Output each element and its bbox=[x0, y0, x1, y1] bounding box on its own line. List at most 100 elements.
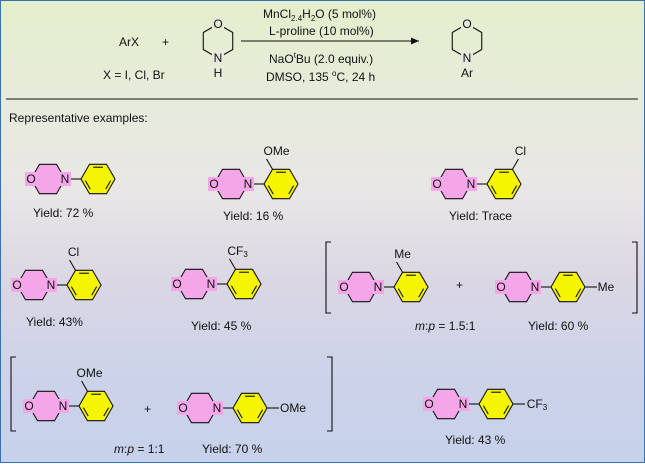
bracket-right-ome bbox=[327, 356, 333, 432]
morpholine-reactant-n-substituent: H bbox=[214, 66, 223, 80]
example-6-meta-o-mask bbox=[338, 280, 350, 294]
example-6-meta-n-atom: N bbox=[374, 280, 383, 294]
example-6-meta-sub-label-0: Me bbox=[394, 247, 411, 261]
example-2-sub-label-0: OMe bbox=[264, 144, 290, 158]
example-7-meta-o-mask bbox=[23, 399, 35, 413]
example-5-n-mask bbox=[205, 277, 217, 291]
yield-label-1: Yield: 72 % bbox=[33, 206, 94, 220]
example-5-benzene-ring bbox=[226, 268, 262, 300]
example-4-inner-double-bond-1 bbox=[91, 286, 98, 296]
example-1-inner-double-bond-2 bbox=[84, 180, 91, 190]
example-2-molecule: N O OMe bbox=[208, 144, 299, 200]
example-5-inner-double-bond-1 bbox=[251, 285, 258, 295]
example-8-inner-double-bond-1 bbox=[503, 405, 510, 415]
product-n-mask bbox=[461, 51, 473, 65]
example-2-inner-double-bond-2 bbox=[267, 185, 274, 195]
example-3-n-atom: N bbox=[467, 177, 476, 191]
yield-label-3: Yield: Trace bbox=[449, 209, 512, 223]
morpholine-reactant-molecule: ONH bbox=[202, 17, 234, 80]
product-n-atom: N bbox=[463, 51, 472, 65]
aryl-halide-label: ArX bbox=[119, 35, 139, 49]
example-4-n-mask bbox=[45, 278, 57, 292]
ratio-label-6: m:p = 1.5:1 bbox=[415, 319, 476, 333]
example-7-meta-benzene-ring bbox=[78, 390, 114, 422]
example-1-n-atom: N bbox=[61, 172, 70, 186]
example-4-n-atom: N bbox=[47, 278, 56, 292]
example-3-inner-double-bond-2 bbox=[490, 185, 497, 195]
example-4-o-mask bbox=[11, 278, 23, 292]
bracket-right-me bbox=[632, 241, 638, 314]
example-2-o-atom: O bbox=[209, 177, 218, 191]
example-6-meta-inner-double-bond-1 bbox=[418, 288, 425, 298]
example-6-para-n-atom: N bbox=[531, 280, 540, 294]
example-2-benzene-ring bbox=[263, 168, 299, 200]
example-6-meta-o-atom: O bbox=[339, 280, 348, 294]
example-6-meta-inner-double-bond-2 bbox=[397, 288, 404, 298]
example-7-meta-n-atom: N bbox=[59, 399, 68, 413]
example-7-para-sub-label-0: OMe bbox=[280, 401, 306, 415]
example-5-sub-bond-0 bbox=[229, 258, 236, 270]
example-1-benzene-ring bbox=[80, 163, 116, 195]
example-3-o-atom: O bbox=[432, 177, 441, 191]
plus-sign-ome: + bbox=[144, 402, 151, 416]
yield-label-8: Yield: 43 % bbox=[445, 433, 506, 447]
example-8-inner-double-bond-2 bbox=[482, 405, 489, 415]
morpholine-reactant-o-mask bbox=[212, 17, 224, 31]
example-2-n-mask bbox=[242, 177, 254, 191]
example-6-para-n-mask bbox=[529, 280, 541, 294]
yield-label-2: Yield: 16 % bbox=[223, 209, 284, 223]
example-8-n-mask bbox=[457, 397, 469, 411]
example-2-n-atom: N bbox=[244, 177, 253, 191]
example-5-o-atom: O bbox=[172, 277, 181, 291]
example-7-para-o-mask bbox=[177, 401, 189, 415]
product-n-substituent: Ar bbox=[461, 66, 473, 80]
condition-catalyst: MnCl2.4H2O (5 mol%) bbox=[263, 7, 376, 23]
example-5-inner-double-bond-2 bbox=[230, 285, 237, 295]
example-8-sub-label-0: CF3 bbox=[527, 397, 548, 412]
example-3-n-mask bbox=[465, 177, 477, 191]
ratio-label-7: m:p = 1:1 bbox=[114, 442, 165, 456]
example-7-meta-sub-label-0: OMe bbox=[77, 366, 103, 380]
yield-label-6: Yield: 60 % bbox=[528, 319, 589, 333]
bracket-left-ome bbox=[10, 356, 16, 432]
condition-base: NaOtBu (2.0 equiv.) bbox=[269, 51, 373, 66]
example-5-sub-label-0: CF3 bbox=[227, 244, 248, 259]
halide-definition: X = I, Cl, Br bbox=[103, 68, 165, 82]
example-6-para-sub-label-0: Me bbox=[598, 280, 615, 294]
example-3-sub-bond-0 bbox=[512, 158, 519, 170]
example-7-meta-n-mask bbox=[57, 399, 69, 413]
example-6-para-benzene-ring bbox=[550, 271, 586, 303]
example-8-n-atom: N bbox=[459, 397, 468, 411]
example-6-meta-sub-bond-0 bbox=[396, 261, 403, 273]
example-6-meta-molecule: N O Me bbox=[338, 247, 429, 303]
example-7-para-benzene-ring bbox=[232, 392, 268, 424]
example-2-o-mask bbox=[208, 177, 220, 191]
example-4-sub-label-0: Cl bbox=[68, 245, 79, 259]
example-4-molecule: N O Cl bbox=[11, 245, 102, 301]
example-7-para-inner-double-bond-1 bbox=[257, 409, 264, 419]
product-o-mask bbox=[461, 17, 473, 31]
example-8-benzene-ring bbox=[478, 388, 514, 420]
reaction-arrow-head bbox=[411, 37, 419, 45]
example-4-o-atom: O bbox=[12, 278, 21, 292]
condition-solvent: DMSO, 135 oC, 24 h bbox=[266, 69, 375, 84]
example-8-o-atom: O bbox=[424, 397, 433, 411]
yield-label-5: Yield: 45 % bbox=[191, 319, 252, 333]
example-3-o-mask bbox=[431, 177, 443, 191]
example-7-para-inner-double-bond-2 bbox=[236, 409, 243, 419]
example-1-inner-double-bond-1 bbox=[105, 180, 112, 190]
morpholine-reactant-n-atom: N bbox=[214, 51, 223, 65]
example-8-o-mask bbox=[423, 397, 435, 411]
example-1-n-mask bbox=[59, 172, 71, 186]
bracket-left-me bbox=[325, 241, 331, 314]
example-3-sub-label-0: Cl bbox=[515, 144, 526, 158]
product-o-atom: O bbox=[462, 17, 471, 31]
example-7-meta-inner-double-bond-1 bbox=[103, 407, 110, 417]
